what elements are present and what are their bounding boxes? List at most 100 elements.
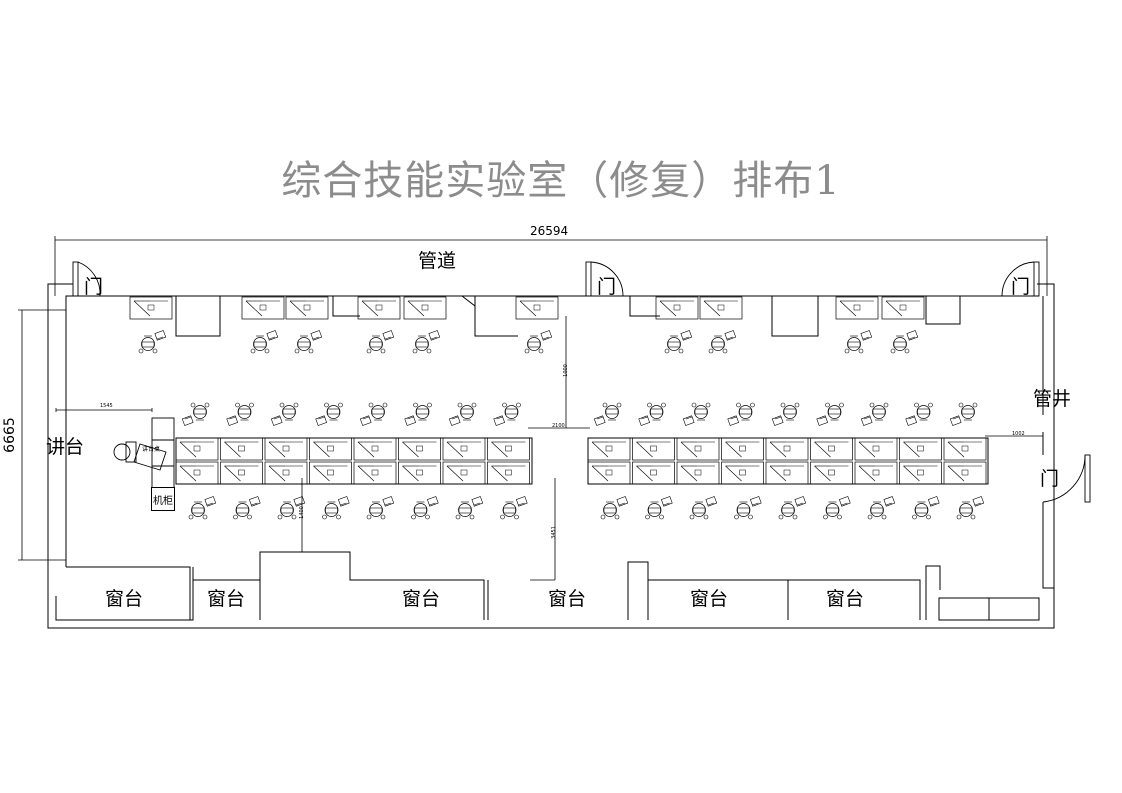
left-island-desk-lower (353, 461, 397, 485)
left-island-desk-lower (398, 461, 441, 485)
right-island-desk-lower (943, 461, 987, 485)
right-island-chair-upper (638, 402, 666, 426)
top-workstation (129, 296, 173, 320)
door-label-3: 门 (1011, 276, 1031, 298)
right-island-desk-upper (810, 437, 853, 461)
top-workstation (655, 296, 699, 320)
door-label-1: 门 (84, 276, 104, 298)
window-sill-5: 窗台 (690, 588, 729, 610)
right-island-desk-lower (810, 461, 853, 485)
left-island-desk-upper (442, 437, 486, 461)
top-chair (844, 330, 873, 354)
right-island-chair-lower (689, 496, 718, 520)
right-island-chair-upper (949, 402, 978, 426)
left-island-desk-lower (487, 461, 530, 485)
top-chair (412, 330, 441, 354)
dim-bottom-aisle-a: 1400 (298, 506, 305, 519)
left-island-desk-upper (309, 437, 352, 461)
shaft-label: 管井 (1033, 388, 1072, 410)
lectern-desk (113, 417, 175, 489)
left-island-chair-upper (315, 402, 343, 426)
right-island-chair-lower (645, 496, 673, 520)
dim-lectern-gap: 1545 (100, 403, 113, 409)
desk-island-outline (175, 437, 533, 485)
right-island-chair-upper (771, 402, 800, 426)
top-chair (138, 330, 167, 354)
left-island-chair-upper (448, 402, 477, 426)
right-island-desk-upper (854, 437, 898, 461)
top-workstation (881, 296, 925, 320)
total-width-dimension: 26594 (530, 224, 569, 238)
left-island-desk-lower (220, 461, 263, 485)
window-sill-4: 窗台 (548, 588, 587, 610)
right-island-desk-upper (765, 437, 809, 461)
right-island-desk-upper (943, 437, 987, 461)
door-label-2: 门 (597, 276, 617, 298)
right-island-chair-lower (778, 496, 807, 520)
right-island-chair-upper (682, 402, 711, 426)
dimension-lines (18, 236, 1048, 581)
right-island-chair-upper (727, 402, 755, 426)
pipe-label: 管道 (418, 250, 457, 272)
furniture-layer (129, 296, 989, 520)
right-island-chair-lower (600, 496, 629, 520)
top-workstation (515, 296, 559, 320)
right-island-desk-lower (854, 461, 898, 485)
dim-right-gap: 1002 (1012, 431, 1025, 437)
top-chair (250, 330, 279, 354)
right-island-desk-upper (632, 437, 675, 461)
room-walls (47, 283, 1055, 629)
window-sill-1: 窗台 (105, 588, 144, 610)
top-workstation (285, 296, 329, 320)
top-chair (664, 330, 693, 354)
right-island-desk-lower (676, 461, 720, 485)
left-island-desk-lower (442, 461, 486, 485)
right-island-desk-upper (721, 437, 764, 461)
top-workstation (357, 296, 401, 320)
right-island-chair-upper (905, 402, 933, 426)
right-island-desk-lower (721, 461, 764, 485)
left-island-chair-lower (500, 496, 528, 520)
right-island-desk-lower (765, 461, 809, 485)
right-island-chair-upper (860, 402, 889, 426)
right-island-chair-lower (956, 496, 985, 520)
top-chair (708, 330, 737, 354)
left-island-chair-lower (322, 496, 350, 520)
left-island-chair-lower (233, 496, 261, 520)
right-island-desk-lower (899, 461, 942, 485)
left-island-desk-upper (175, 437, 219, 461)
window-sill-2: 窗台 (207, 588, 246, 610)
right-island-desk-lower (632, 461, 675, 485)
left-island-chair-upper (404, 402, 432, 426)
left-island-desk-upper (398, 437, 441, 461)
top-chair (890, 330, 919, 354)
top-workstation (835, 296, 879, 320)
right-island-desk-upper (587, 437, 631, 461)
left-island-chair-lower (366, 496, 395, 520)
dim-top-aisle: 1000 (562, 364, 569, 377)
window-sill-3: 窗台 (402, 588, 441, 610)
top-chair (524, 330, 553, 354)
left-island-desk-lower (309, 461, 352, 485)
left-island-chair-upper (270, 402, 299, 426)
cabinet: 机柜 (151, 487, 175, 511)
right-island-chair-upper (593, 402, 622, 426)
left-island-desk-upper (220, 437, 263, 461)
left-island-chair-upper (493, 402, 521, 426)
podium-label: 讲台 (46, 436, 85, 458)
top-workstation (403, 296, 447, 320)
left-island-desk-lower (175, 461, 219, 485)
desk-island-outline (587, 437, 989, 485)
window-sill-6: 窗台 (826, 588, 865, 610)
dim-bottom-aisle-b: 3451 (550, 526, 557, 539)
left-island-chair-lower (188, 496, 217, 520)
right-island-desk-lower (587, 461, 631, 485)
top-chair (294, 330, 323, 354)
top-workstation (699, 296, 743, 320)
left-island-chair-upper (359, 402, 388, 426)
left-island-desk-upper (353, 437, 397, 461)
left-island-chair-upper (181, 402, 210, 426)
right-island-chair-lower (912, 496, 940, 520)
left-island-desk-lower (264, 461, 308, 485)
